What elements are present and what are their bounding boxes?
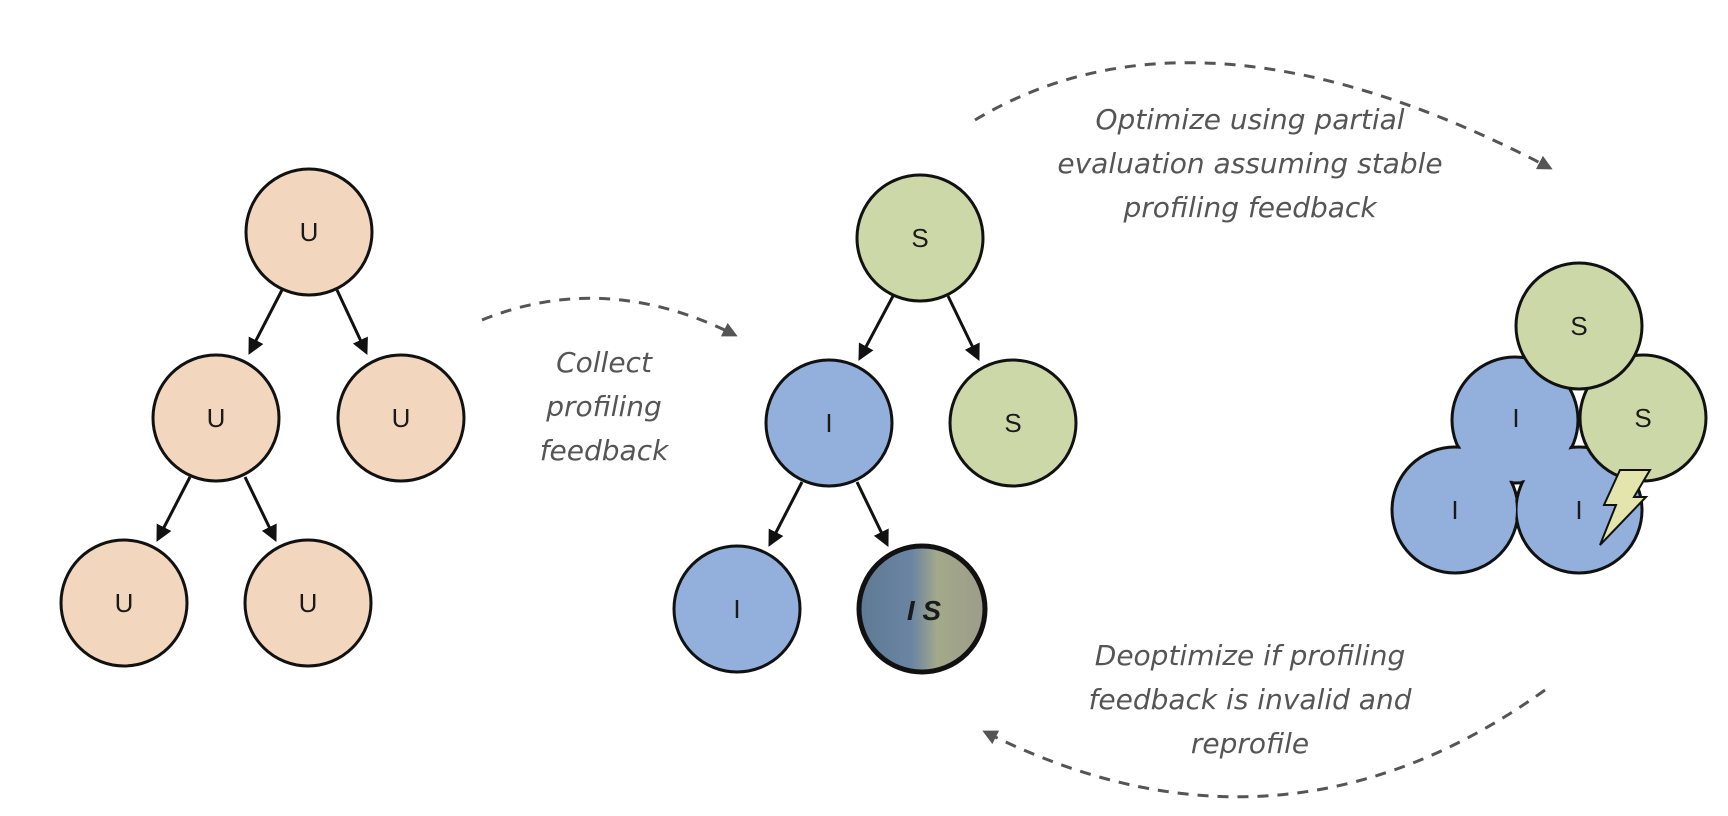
edge-arrow — [858, 295, 895, 361]
node-root: U — [244, 167, 374, 297]
dashed-arrow-deoptimize — [982, 688, 1546, 799]
edge-arrow — [946, 295, 980, 361]
node-label: I S — [907, 595, 942, 626]
caption-deoptimize: Deoptimize if profiling feedback is inva… — [1089, 639, 1412, 760]
lightning-icon — [1599, 469, 1652, 546]
tree-profiled: S I S I I S — [672, 173, 1078, 675]
caption-optimize: Optimize using partial evaluation assumi… — [1057, 103, 1442, 224]
node-label: U — [300, 217, 319, 247]
node-label: I — [825, 408, 832, 438]
node-left-right: U — [243, 538, 373, 668]
node-label: U — [115, 588, 134, 618]
node-label: U — [299, 588, 318, 618]
svg-text:reprofile: reprofile — [1191, 727, 1309, 760]
node-label: S — [1570, 311, 1587, 341]
node-left: U — [151, 353, 281, 483]
node-left: I — [764, 358, 894, 488]
node-label: S — [1634, 403, 1651, 433]
tree-optimized: S I S I I — [1390, 261, 1708, 575]
node-label: U — [207, 403, 226, 433]
node-label: S — [1004, 408, 1021, 438]
dashed-arrow-collect — [481, 296, 738, 337]
edge-arrow — [243, 476, 277, 542]
svg-text:Collect: Collect — [556, 346, 653, 379]
node-root: S — [855, 173, 985, 303]
svg-text:feedback is invalid and: feedback is invalid and — [1089, 683, 1412, 716]
dashed-arrow-optimize — [974, 61, 1553, 170]
svg-text:profiling: profiling — [545, 390, 662, 423]
node-label: I — [733, 594, 740, 624]
node-left-right-mixed: I S — [856, 543, 988, 675]
node-left-left: I — [672, 544, 802, 674]
edge-arrow — [335, 289, 368, 355]
tree-unprofiled: U U U U U — [59, 167, 466, 668]
svg-text:Optimize using partial: Optimize using partial — [1095, 103, 1404, 136]
edge-arrow — [248, 289, 284, 355]
node-right: U — [336, 353, 466, 483]
svg-text:Deoptimize if profiling: Deoptimize if profiling — [1095, 639, 1405, 672]
node-label: I — [1512, 403, 1519, 433]
node-left-left: U — [59, 538, 189, 668]
node-right: S — [948, 358, 1078, 488]
node-label: I — [1575, 495, 1582, 525]
node-label: U — [392, 403, 411, 433]
edge-arrow — [156, 476, 192, 542]
edge-arrow — [855, 481, 889, 547]
node-label: I — [1451, 495, 1458, 525]
svg-text:evaluation assuming stable: evaluation assuming stable — [1057, 147, 1442, 180]
caption-collect: Collect profiling feedback — [540, 346, 670, 467]
edge-arrow — [768, 481, 804, 547]
node-label: S — [911, 223, 928, 253]
svg-text:feedback: feedback — [540, 434, 670, 467]
svg-text:profiling feedback: profiling feedback — [1122, 191, 1378, 224]
